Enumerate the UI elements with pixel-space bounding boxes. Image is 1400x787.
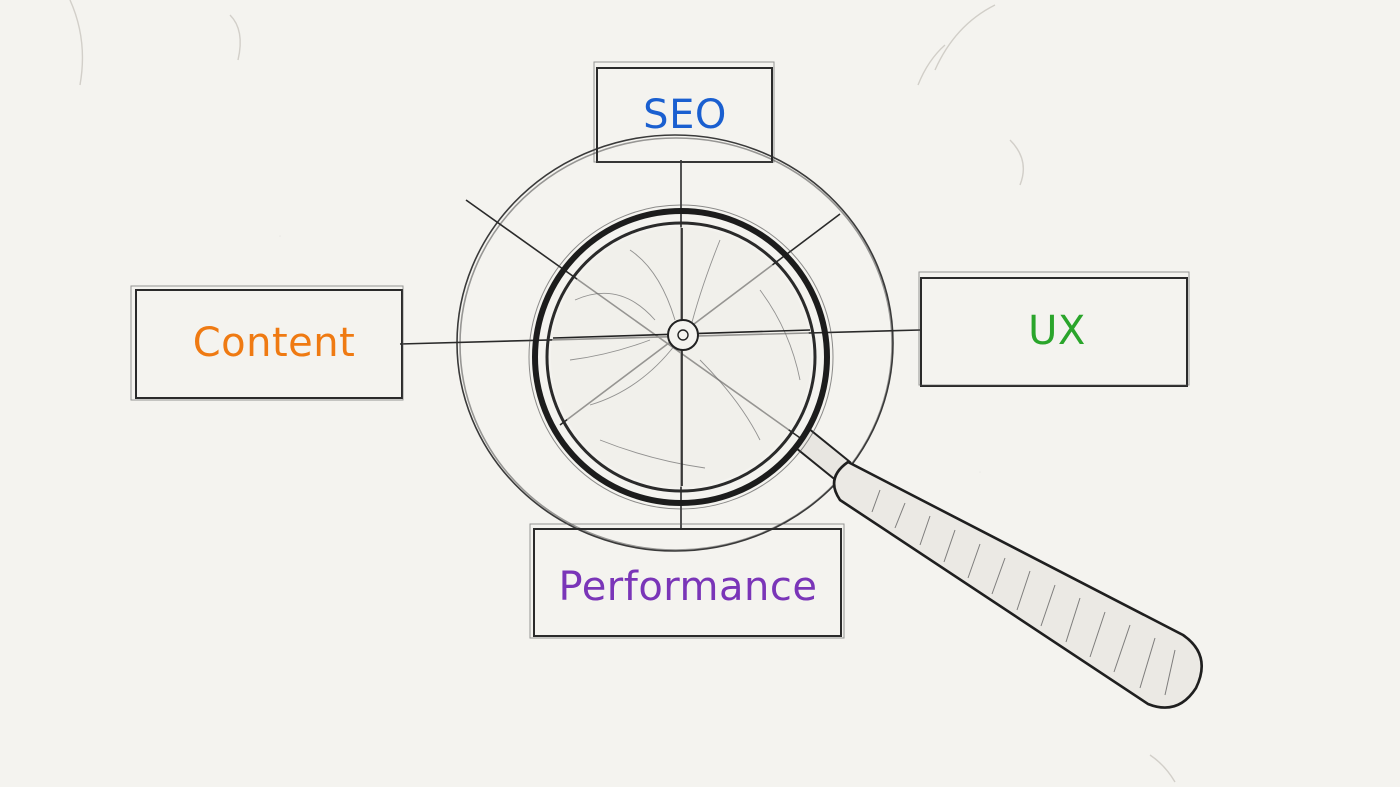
content-box	[135, 289, 403, 399]
content-node: Content	[130, 285, 404, 401]
magnifier-handle	[794, 426, 1203, 709]
performance-node: Performance	[529, 523, 845, 639]
content-label: Content	[193, 320, 356, 366]
ux-label: UX	[1028, 308, 1086, 354]
magnifier-lens	[551, 227, 811, 487]
magnifying-glass-icon	[528, 204, 1203, 709]
center-target	[667, 319, 699, 351]
performance-box	[533, 528, 842, 637]
ux-box	[920, 277, 1188, 387]
performance-label: Performance	[559, 564, 818, 610]
background-sketch-marks	[69, 0, 1176, 783]
lens-shading	[569, 239, 801, 469]
magnifier-rim	[532, 208, 830, 506]
seo-label: SEO	[643, 92, 727, 138]
ux-node: UX	[918, 271, 1190, 387]
seo-node: SEO	[593, 61, 775, 163]
